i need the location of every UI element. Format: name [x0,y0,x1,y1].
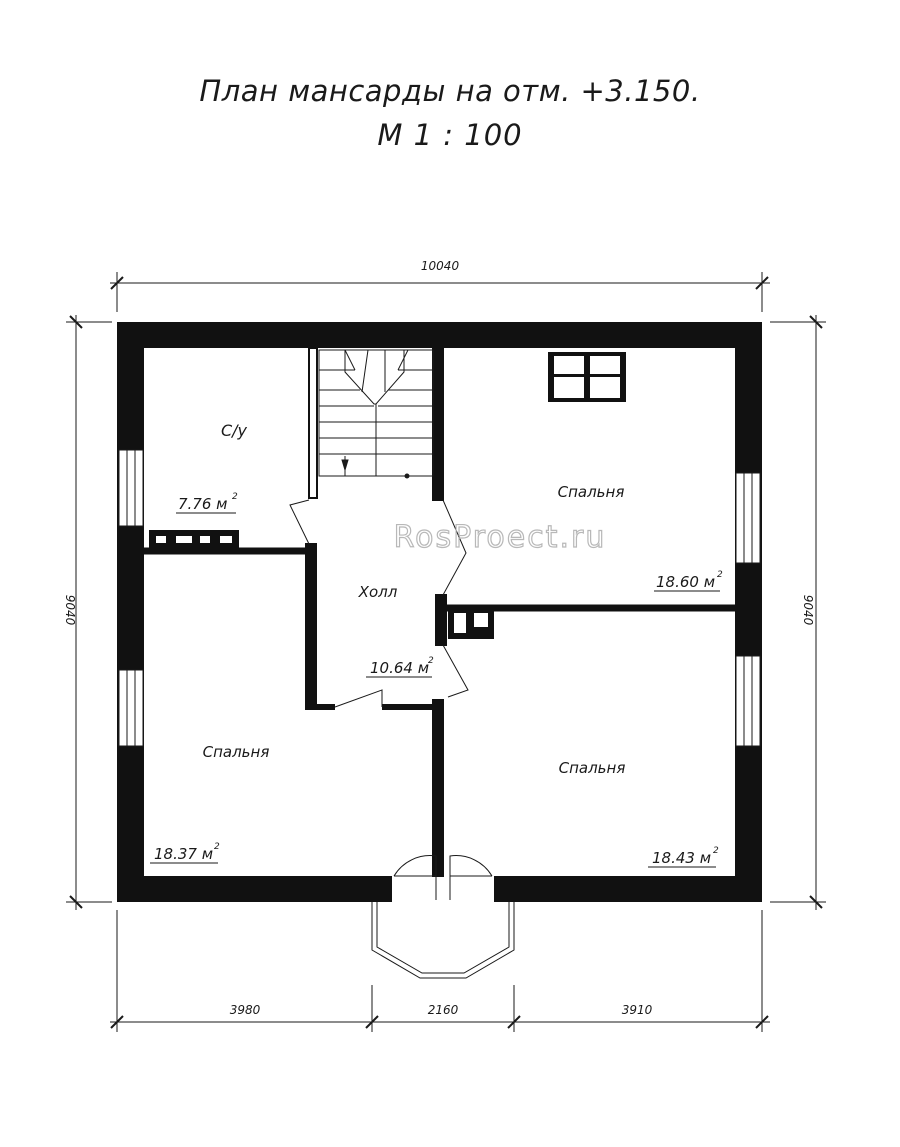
window-left-top [118,449,144,527]
dim-bottom-left: 3980 [230,1003,261,1017]
window-left-bottom [118,669,144,747]
area-superscript: 2 [428,656,434,666]
dim-bottom-middle: 2160 [428,1003,459,1017]
dim-left-height: 9040 [63,595,77,626]
staircase [318,349,434,479]
room-name: Спальня [559,759,626,777]
dim-overall-width: 10040 [421,259,460,273]
watermark: RosProect.ru [394,520,607,555]
dimension-lines [66,272,826,1032]
dim-right-height: 9040 [801,595,815,626]
room-bedroom-left: Спальня 18.37 м 2 [150,743,270,864]
room-name: Спальня [203,743,270,761]
room-area: 18.43 м [652,849,711,867]
windows [118,449,761,747]
balcony [371,902,515,979]
area-superscript: 2 [214,842,220,852]
room-area: 18.60 м [656,573,715,591]
room-bedroom-bottom-right: Спальня 18.43 м 2 [559,759,719,868]
doors [289,499,493,900]
room-bathroom: С/у 7.76 м 2 [176,421,248,514]
area-superscript: 2 [232,492,238,502]
area-superscript: 2 [713,846,719,856]
plan-scale: М 1 : 100 [377,118,523,152]
room-name: Спальня [558,483,625,501]
room-name: Холл [358,583,398,601]
window-right-top [735,472,761,564]
room-area: 18.37 м [154,845,213,863]
window-right-bottom [735,655,761,747]
area-superscript: 2 [717,570,723,580]
interior-walls [144,347,735,877]
room-hall: Холл 10.64 м 2 [358,583,434,678]
room-name: С/у [221,421,248,440]
plan-title: План мансарды на отм. +3.150. [199,74,701,108]
fixture-symbol [548,352,626,402]
room-bedroom-top-right: Спальня 18.60 м 2 [558,483,723,592]
room-area: 10.64 м [370,659,429,677]
dim-bottom-right: 3910 [622,1003,653,1017]
room-area: 7.76 м [178,495,227,513]
ventilation-shafts [149,530,494,639]
